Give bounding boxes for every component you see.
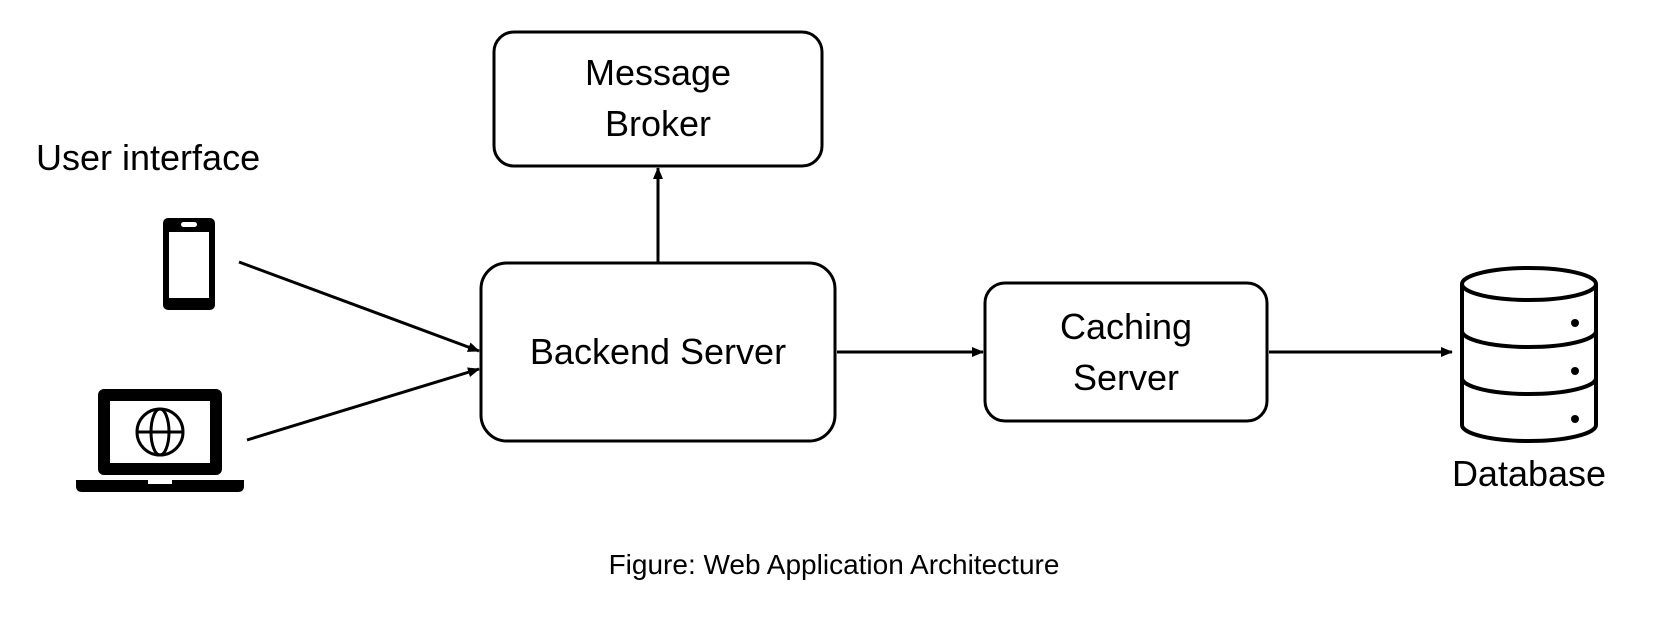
message-broker-line1: Message	[585, 52, 731, 93]
caching-server-node: Caching Server	[983, 281, 1269, 423]
edge-laptop-to-backend	[246, 367, 480, 442]
database-cylinder-icon	[1460, 266, 1598, 443]
message-broker-node: Message Broker	[492, 30, 824, 168]
caching-server-line1: Caching	[1060, 306, 1192, 347]
user-interface-label: User interface	[36, 137, 260, 178]
caching-server-line2: Server	[1073, 357, 1179, 398]
smartphone-icon	[163, 218, 215, 310]
laptop-globe-icon	[76, 389, 244, 492]
backend-server-label: Backend Server	[530, 331, 786, 372]
message-broker-line2: Broker	[605, 103, 711, 144]
backend-server-node: Backend Server	[479, 261, 837, 443]
globe-icon	[135, 407, 185, 457]
figure-caption: Figure: Web Application Architecture	[609, 549, 1060, 580]
edge-smartphone-to-backend	[238, 260, 480, 353]
database-label: Database	[1452, 453, 1606, 494]
